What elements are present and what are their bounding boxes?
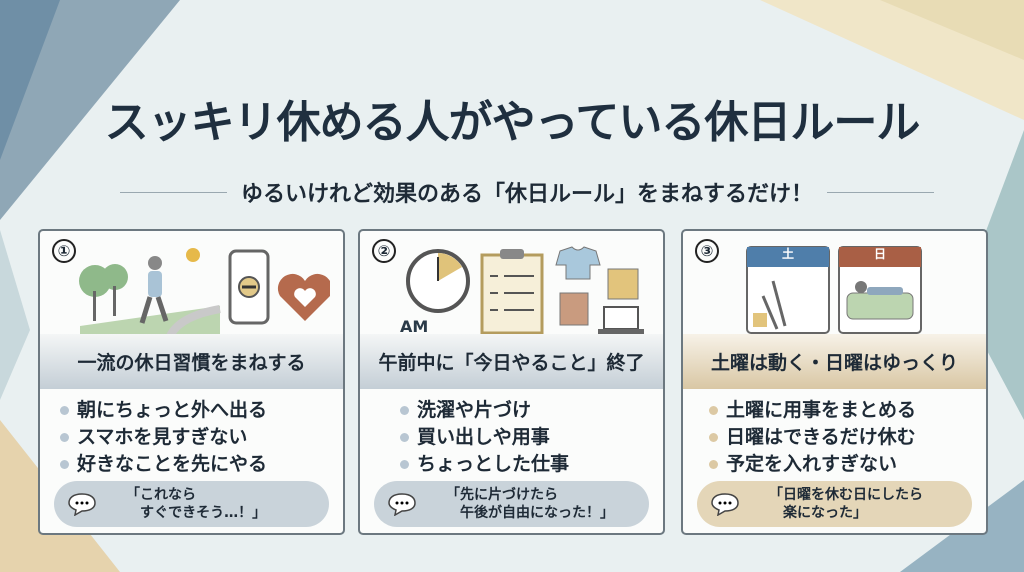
tip-list: 洗濯や片づけ 買い出しや用事 ちょっとした仕事 [400, 397, 569, 478]
bullet-icon [400, 406, 409, 415]
page-title: スッキリ休める人がやっている休日ルール [104, 97, 921, 148]
quote-text: 「これならすぐできそう…！」 [126, 487, 267, 521]
bullet-icon [709, 460, 718, 469]
bullet-icon [60, 460, 69, 469]
laptop-icon [598, 306, 644, 334]
item-text: スマホを見すぎない [77, 426, 248, 448]
saturday-calendar-icon [746, 246, 830, 334]
list-item: 土曜に用事をまとめる [709, 397, 916, 424]
subtitle-row: ゆるいけれど効果のある「休日ルール」をまねするだけ！ [120, 176, 935, 208]
card-number: ③ [695, 239, 719, 263]
list-item: 好きなことを先にやる [60, 451, 267, 478]
rule-card-3: ③ 土 日 土曜は動く・日曜はゆっくり 土曜に用事をまとめる 日曜はできるだけ休… [681, 229, 988, 535]
speech-bubble-icon [711, 493, 739, 516]
sunday-label: 日 [873, 247, 886, 261]
list-item: 日曜はできるだけ休む [709, 424, 916, 451]
bullet-icon [400, 433, 409, 442]
card-heading: 土曜は動く・日曜はゆっくり [683, 334, 986, 389]
quote-text: 「先に片づけたら午後が自由になった！」 [446, 487, 614, 521]
bullet-icon [709, 406, 718, 415]
card-heading: 一流の休日習慣をまねする [40, 334, 343, 389]
card-number: ① [52, 239, 76, 263]
quote-bubble: 「先に片づけたら午後が自由になった！」 [374, 481, 649, 527]
quote-text: 「日曜を休む日にしたら楽になった」 [769, 487, 923, 521]
phone-icon [228, 249, 270, 325]
sun-icon [186, 248, 200, 262]
item-text: 好きなことを先にやる [77, 453, 268, 475]
morning-tasks-illustration [406, 246, 644, 335]
item-text: 買い出しや用事 [417, 426, 550, 448]
subtitle: ゆるいけれど効果のある「休日ルール」をまねするだけ！ [241, 182, 814, 207]
rule-card-2: ② AM 午前中に「今日やること」終了 洗濯や片づけ 買い出しや用事 ちょっとし… [358, 229, 665, 535]
divider [120, 191, 227, 193]
item-text: 洗濯や片づけ [417, 399, 532, 421]
sunday-calendar-icon [838, 246, 922, 334]
list-item: 朝にちょっと外へ出る [60, 397, 267, 424]
bullet-icon [400, 460, 409, 469]
card-heading: 午前中に「今日やること」終了 [360, 334, 663, 389]
walking-illustration [79, 248, 330, 336]
rule-card-1: ① 一流の休日習慣をまねする 朝にちょっと外へ出る スマホを見すぎない 好きなこ… [38, 229, 345, 535]
shopping-bag-icon [607, 268, 639, 300]
shopping-bag-icon [559, 292, 589, 326]
clock-icon [406, 249, 470, 313]
tip-list: 朝にちょっと外へ出る スマホを見すぎない 好きなことを先にやる [60, 397, 267, 478]
clipboard-icon [480, 249, 544, 335]
quote-bubble: 「日曜を休む日にしたら楽になった」 [697, 481, 972, 527]
bullet-icon [60, 406, 69, 415]
speech-bubble-icon [388, 493, 416, 516]
quote-bubble: 「これならすぐできそう…！」 [54, 481, 329, 527]
card-number: ② [372, 239, 396, 263]
item-text: 土曜に用事をまとめる [726, 399, 917, 421]
list-item: 買い出しや用事 [400, 424, 569, 451]
shirt-icon [555, 246, 601, 280]
tip-list: 土曜に用事をまとめる 日曜はできるだけ休む 予定を入れすぎない [709, 397, 916, 478]
bullet-icon [709, 433, 718, 442]
list-item: 洗濯や片づけ [400, 397, 569, 424]
weekend-calendar-illustration [746, 246, 922, 334]
item-text: 日曜はできるだけ休む [726, 426, 916, 448]
item-text: 朝にちょっと外へ出る [77, 399, 268, 421]
list-item: 予定を入れすぎない [709, 451, 916, 478]
speech-bubble-icon [68, 493, 96, 516]
divider [827, 191, 935, 193]
item-text: ちょっとした仕事 [417, 453, 570, 475]
list-item: スマホを見すぎない [60, 424, 267, 451]
list-item: ちょっとした仕事 [400, 451, 569, 478]
item-text: 予定を入れすぎない [726, 453, 898, 475]
am-label: AM [400, 317, 429, 336]
saturday-label: 土 [781, 247, 794, 261]
bullet-icon [60, 433, 69, 442]
